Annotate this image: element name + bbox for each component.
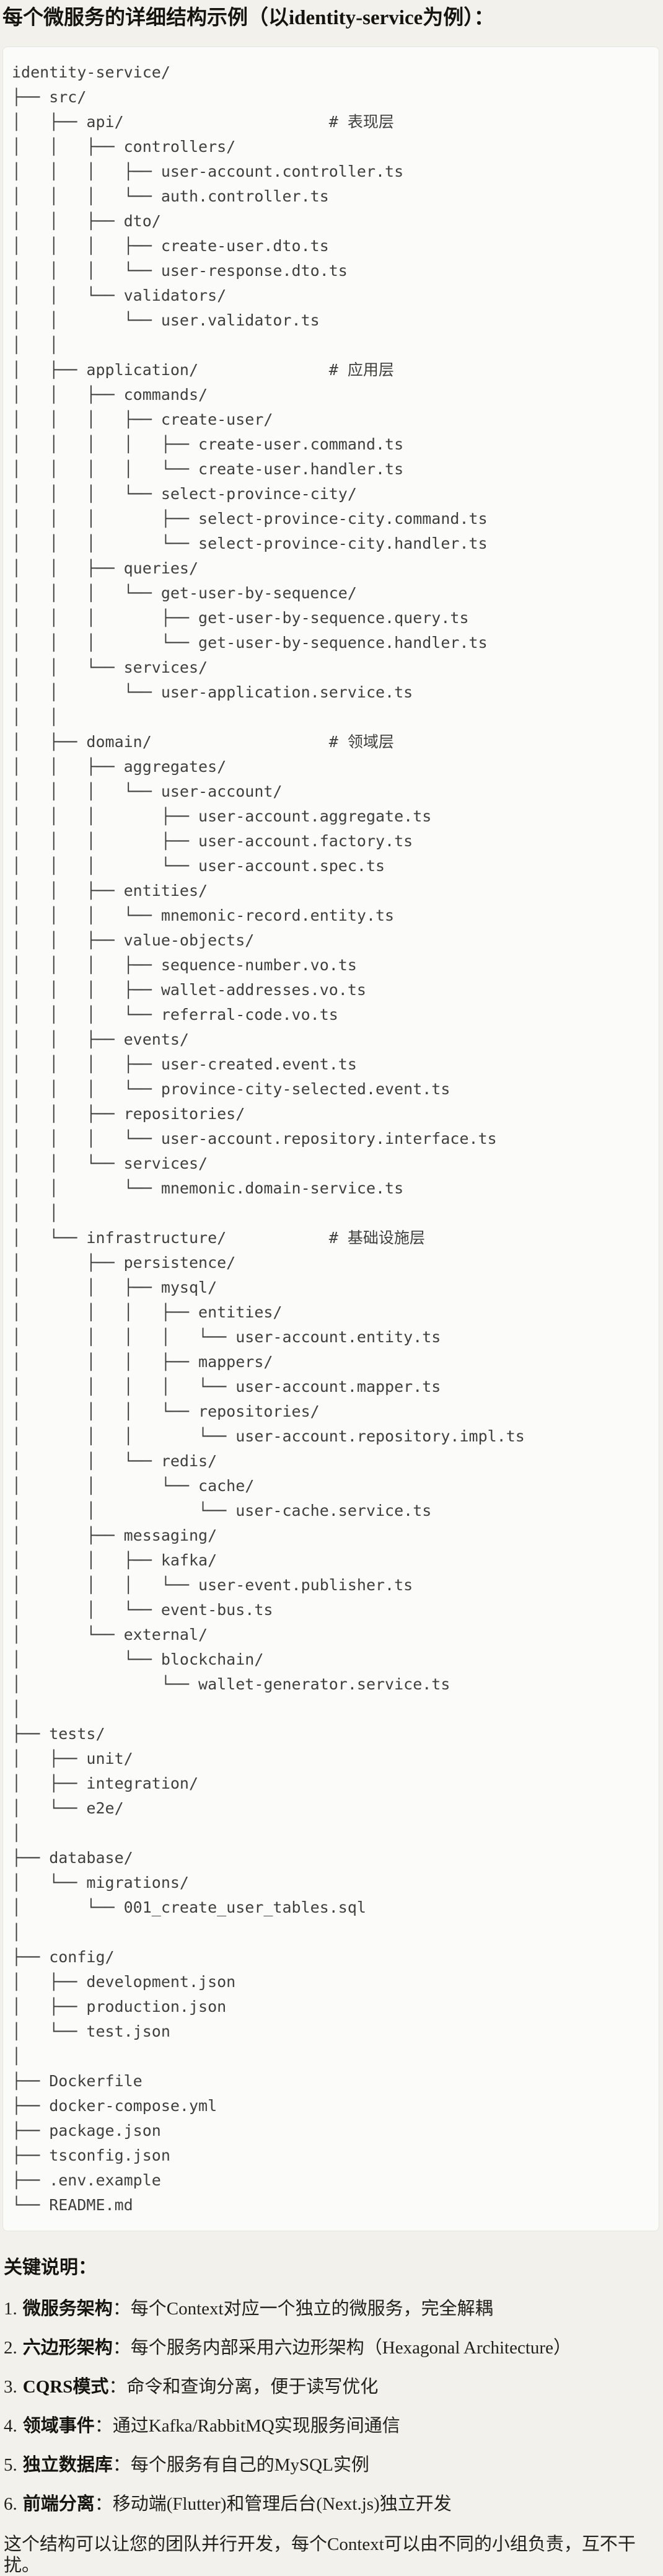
note-item: 2.六边形架构：每个服务内部采用六边形架构（Hexagonal Architec… bbox=[4, 2339, 659, 2358]
note-text: ：通过Kafka/RabbitMQ实现服务间通信 bbox=[94, 2416, 400, 2436]
directory-tree: identity-service/ ├── src/ │ ├── api/ # … bbox=[12, 63, 525, 2214]
note-item: 3.CQRS模式：命令和查询分离，便于读写优化 bbox=[4, 2378, 659, 2397]
note-text: ：每个Context对应一个独立的微服务，完全解耦 bbox=[112, 2299, 493, 2319]
note-number: 3. bbox=[4, 2377, 17, 2397]
note-number: 6. bbox=[4, 2494, 17, 2514]
note-label: CQRS模式 bbox=[22, 2377, 109, 2397]
note-text: ：每个服务有自己的MySQL实例 bbox=[112, 2455, 369, 2475]
note-item: 4.领域事件：通过Kafka/RabbitMQ实现服务间通信 bbox=[4, 2417, 659, 2436]
notes-heading: 关键说明： bbox=[4, 2257, 97, 2278]
note-label: 领域事件 bbox=[22, 2416, 95, 2436]
note-label: 前端分离 bbox=[22, 2494, 95, 2514]
notes-section: 关键说明： 1.微服务架构：每个Context对应一个独立的微服务，完全解耦 2… bbox=[2, 2231, 659, 2576]
note-item: 5.独立数据库：每个服务有自己的MySQL实例 bbox=[4, 2456, 659, 2475]
note-text: ：每个服务内部采用六边形架构（Hexagonal Architecture） bbox=[112, 2338, 571, 2358]
code-block: identity-service/ ├── src/ │ ├── api/ # … bbox=[2, 46, 659, 2231]
note-label: 六边形架构 bbox=[22, 2338, 113, 2358]
footer-paragraph: 这个结构可以让您的团队并行开发，每个Context可以由不同的小组负责，互不干扰… bbox=[4, 2534, 636, 2575]
note-item: 1.微服务架构：每个Context对应一个独立的微服务，完全解耦 bbox=[4, 2299, 659, 2319]
page-title: 每个微服务的详细结构示例（以identity-service为例）： bbox=[2, 7, 494, 29]
note-number: 5. bbox=[4, 2455, 17, 2475]
note-item: 6.前端分离：移动端(Flutter)和管理后台(Next.js)独立开发 bbox=[4, 2495, 659, 2514]
note-label: 独立数据库 bbox=[22, 2455, 113, 2475]
note-number: 2. bbox=[4, 2338, 17, 2358]
note-number: 1. bbox=[4, 2299, 17, 2319]
note-label: 微服务架构 bbox=[22, 2299, 113, 2319]
note-text: ：移动端(Flutter)和管理后台(Next.js)独立开发 bbox=[94, 2494, 452, 2514]
note-number: 4. bbox=[4, 2416, 17, 2436]
note-text: ：命令和查询分离，便于读写优化 bbox=[108, 2377, 379, 2397]
